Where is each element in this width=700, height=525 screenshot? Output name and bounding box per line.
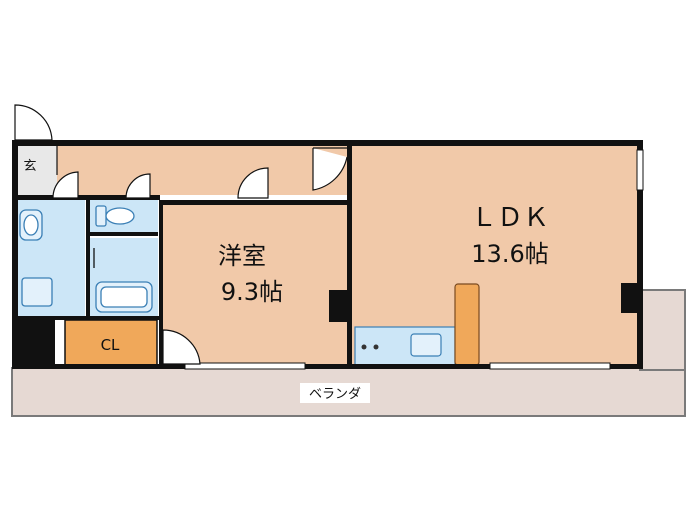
ldk-name: ＬＤＫ: [471, 203, 549, 233]
hall-floor: [57, 145, 350, 195]
sink-icon: [410, 333, 442, 357]
stove-burner-icon: [361, 344, 367, 350]
toilet-icon: [95, 205, 107, 227]
ldk-size: 13.6帖: [471, 240, 548, 268]
closet-label: CL: [101, 336, 120, 354]
washroom-door-icon: [52, 171, 79, 199]
western-room-floor: [162, 203, 350, 368]
walls: [12, 140, 643, 369]
entrance-door-icon: [14, 104, 53, 141]
doors: [14, 104, 348, 365]
balcony-label: ベランダ: [309, 387, 361, 402]
western-room-name: 洋室: [218, 242, 266, 270]
hall-door-icon: [312, 148, 348, 191]
washing-machine-icon: [21, 277, 53, 307]
windows: [184, 149, 644, 370]
kitchen-counter: [354, 283, 480, 366]
toilet-bowl-icon: [105, 207, 135, 225]
closet-door-icon: [162, 329, 201, 365]
fixtures: [19, 205, 153, 313]
stove-burner-icon: [373, 344, 379, 350]
closet: CL: [64, 319, 158, 369]
balcony-label-bg: [300, 383, 370, 403]
refrigerator-space: [454, 283, 480, 366]
entrance-label: 玄: [23, 159, 36, 174]
balcony: ベランダ: [11, 289, 686, 417]
toilet-door-icon: [125, 173, 151, 199]
western-room-size: 9.3帖: [221, 278, 283, 306]
western-room-door-icon: [237, 167, 269, 199]
